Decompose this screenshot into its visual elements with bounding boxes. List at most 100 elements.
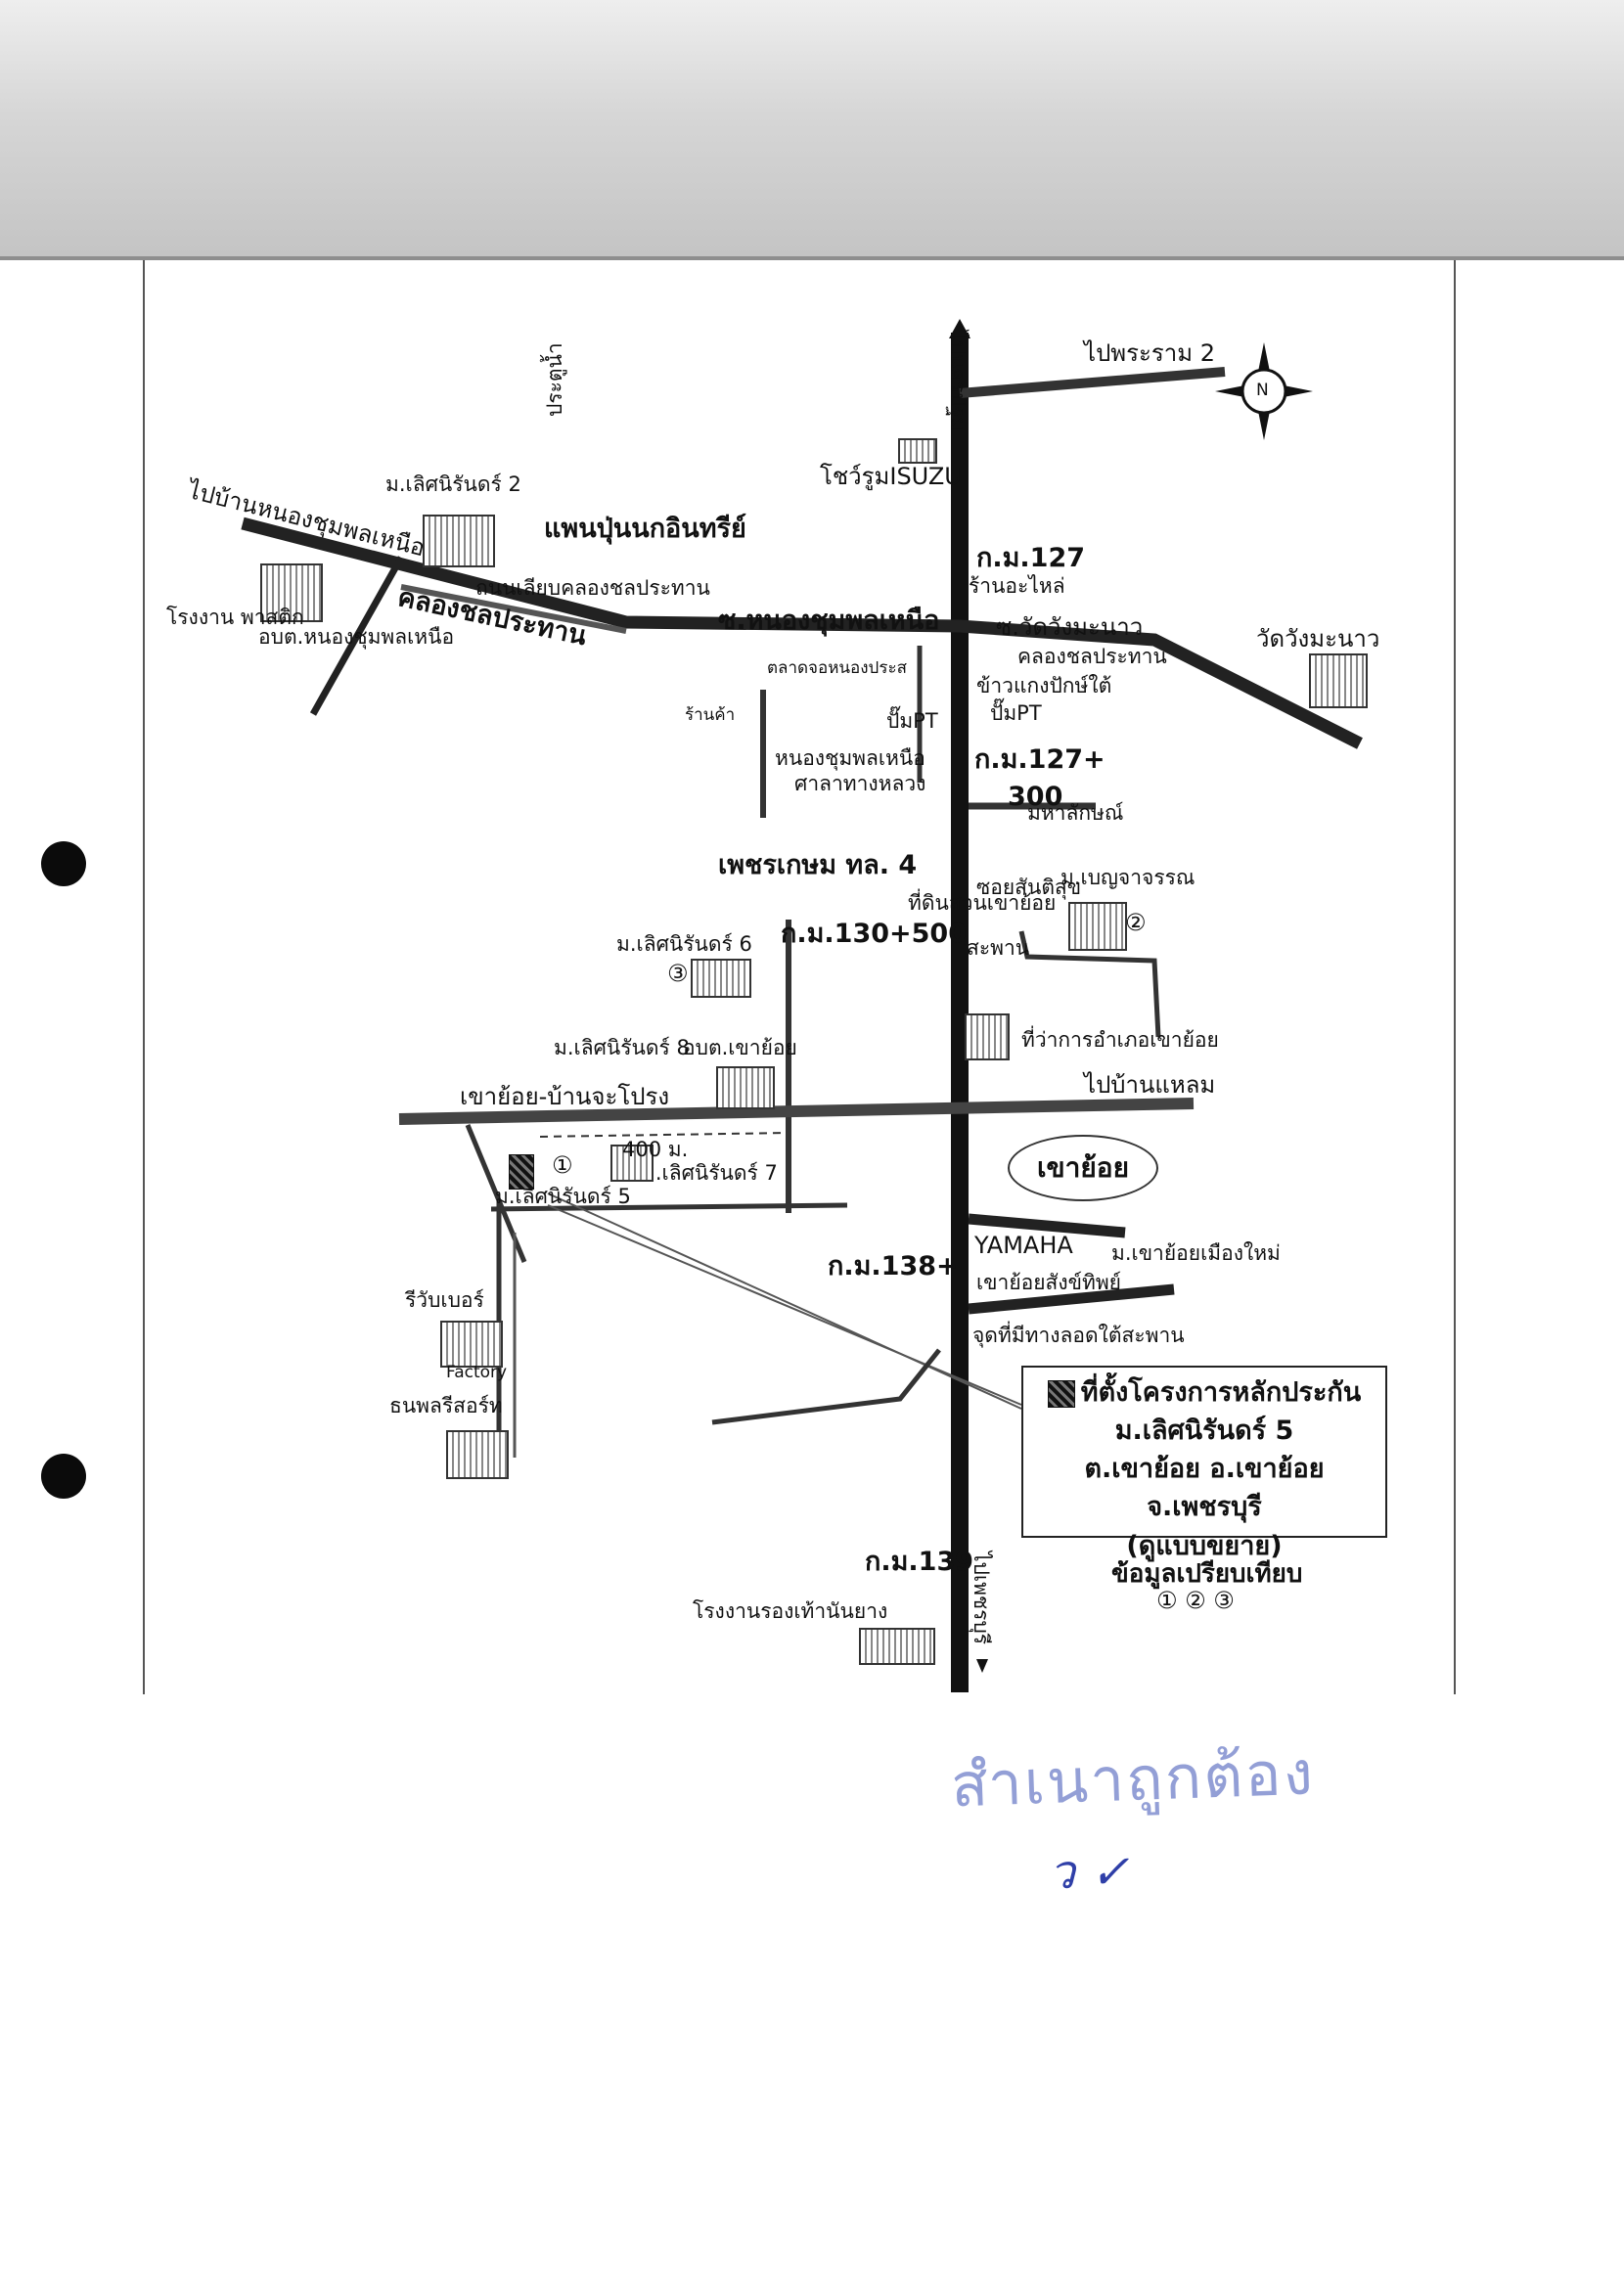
landmark-khao-yoi-sang: เขาย้อยสังข์ทิพย์ xyxy=(976,1271,1121,1294)
road-branch-west xyxy=(309,556,405,716)
marker-1: ① xyxy=(552,1151,573,1179)
legend-line-1-text: ที่ตั้งโครงการหลักประกัน xyxy=(1080,1377,1362,1408)
landmark-soi-santi: ซอยสันติสุข xyxy=(976,876,1082,899)
district-name: เขาย้อย xyxy=(1036,1151,1130,1184)
km-138: ก.ม.138+ xyxy=(828,1251,959,1281)
label-to-nakhon-pathom: ไปนครปฐม xyxy=(946,331,970,431)
km-139: ก.ม.139 xyxy=(865,1547,974,1577)
landmark-plastic-factory: โรงงาน พาสติก xyxy=(166,606,304,629)
km-127-300-a: ก.ม.127+ xyxy=(974,744,1105,775)
road-soi-nong-chum-phon-nuea xyxy=(241,517,1363,749)
temple-icon xyxy=(1309,653,1368,708)
plastic-factory-icon xyxy=(260,563,323,622)
north-arrow-head xyxy=(949,319,970,338)
scanned-page-header-shadow xyxy=(0,0,1624,256)
landmark-pt-2: ปั๊มPT xyxy=(990,701,1042,725)
label-water-gate: ประตูน้ำ xyxy=(543,342,566,417)
comparison-title: ข้อมูลเปรียบเทียบ xyxy=(1111,1559,1303,1589)
amphoe-office-icon xyxy=(965,1013,1010,1060)
project-site-icon xyxy=(509,1154,534,1190)
mu-lert-nirun-6-icon xyxy=(691,959,751,998)
handwritten-initials: ว ✓ xyxy=(1049,1845,1130,1900)
landmark-thanapon: ธนพลรีสอร์ท xyxy=(389,1394,503,1417)
rubber-factory-icon xyxy=(440,1321,503,1368)
km-127-300-b: 300 xyxy=(1008,782,1063,812)
benchachan-icon xyxy=(1068,902,1127,951)
label-to-rama2: ไปพระราม 2 xyxy=(1084,339,1215,367)
legend-box: ที่ตั้งโครงการหลักประกัน ม.เลิศนิรันดร์ … xyxy=(1021,1366,1387,1561)
landmark-yamaha: YAMAHA xyxy=(974,1232,1073,1259)
landmark-amphoe-office: ที่ว่าการอำเภอเขาย้อย xyxy=(1021,1028,1219,1052)
thanapon-icon xyxy=(446,1430,509,1479)
landmark-sapan: สะพาน xyxy=(967,936,1030,960)
isuzu-icon xyxy=(898,438,937,464)
road-khao-yoi-ban-cha-pro xyxy=(398,1098,1195,1125)
leader-line-2 xyxy=(547,1204,1022,1406)
landmark-khao-kaeng: ข้าวแกงปักษ์ใต้ xyxy=(976,674,1112,697)
shoe-factory-icon xyxy=(859,1628,935,1665)
sao-khao-yoi-icon xyxy=(716,1066,775,1109)
distance-line xyxy=(539,1132,789,1138)
south-arrow-head xyxy=(976,1659,988,1673)
landmark-wat-wang-manao: วัดวังมะนาว xyxy=(1256,625,1380,652)
km-130-500: ก.ม.130+500 xyxy=(781,919,968,949)
road-to-rama2 xyxy=(959,367,1226,398)
landmark-mu-lert-nirun-5: ม.เลิศนิรันดร์ 5 xyxy=(495,1185,631,1208)
project-site-swatch-icon xyxy=(1047,1379,1075,1408)
landmark-factory-text: Factory xyxy=(446,1363,508,1382)
district-label: เขาย้อย xyxy=(1008,1135,1158,1201)
road-southwest xyxy=(711,1348,941,1425)
legend-line-3: ต.เขาย้อย อ.เขาย้อย จ.เพชรบุรี xyxy=(1084,1454,1325,1523)
road-yamaha xyxy=(968,1213,1126,1238)
landmark-khao-yoi-new: ม.เขาย้อยเมืองใหม่ xyxy=(1111,1241,1281,1265)
road-project-3 xyxy=(490,1202,848,1212)
landmark-mu-lert-nirun-2: ม.เลิศนิรันดร์ 2 xyxy=(385,472,521,496)
landmark-shoe-factory: โรงงานรองเท้านันยาง xyxy=(693,1599,888,1623)
road-canal xyxy=(400,584,627,634)
landmark-distance: 400 ม. xyxy=(622,1138,689,1161)
km-127: ก.ม.127 xyxy=(976,543,1086,573)
label-phetkasem: เพชรเกษม ทล. 4 xyxy=(718,850,918,880)
legend-line-4: (ดูแบบขยาย) xyxy=(1126,1530,1283,1561)
label-khao-yoi-ban-cha-pro: เขาย้อย-บ้านจะโปรง xyxy=(460,1083,670,1110)
mu-lert-nirun-2-icon xyxy=(423,515,495,567)
landmark-wat-wang-manao-soi: ซ.วัดวังมะนาว xyxy=(996,613,1144,641)
landmark-isuzu: โชว์รูมISUZU xyxy=(820,463,962,490)
road-benchachan xyxy=(1018,930,1161,1038)
landmark-shop: ร้านค้า xyxy=(685,705,736,725)
mu-lert-nirun-7-icon xyxy=(610,1145,654,1182)
comparison-numbers: ① ② ③ xyxy=(1156,1587,1235,1614)
landmark-hospital: ตลาดจอหนองประส xyxy=(767,658,907,678)
label-to-ban-laem: ไปบ้านแหลม xyxy=(1084,1071,1216,1099)
landmark-sao-nong-chum-phon: อบต.หนองชุมพลเหนือ xyxy=(258,625,455,649)
landmark-police: ศาลาทางหลวง xyxy=(794,772,926,795)
landmark-mu-lert-nirun-7: ม.เลิศนิรันดร์ 7 xyxy=(642,1161,778,1185)
punch-hole-bottom xyxy=(41,1454,86,1499)
landmark-phaen-pun: แพนปุ่นนกอินทรีย์ xyxy=(544,514,746,544)
legend-line-1: ที่ตั้งโครงการหลักประกัน xyxy=(1033,1373,1376,1412)
compass-letter: N xyxy=(1256,381,1269,400)
road-khao-yoi-sang xyxy=(968,1283,1175,1315)
legend-line-2: ม.เลิศนิรันดร์ 5 xyxy=(1114,1416,1294,1447)
landmark-mu-lert-nirun-8: ม.เลิศนิรันดร์ 8 xyxy=(554,1036,690,1059)
label-canal-2: คลองชลประทาน xyxy=(1017,645,1167,668)
certified-copy-stamp: สำเนาถูกต้อง xyxy=(949,1736,1317,1821)
scanned-page-edge xyxy=(0,256,1624,260)
label-nong-chum-phon-soi: หนองชุมพลเหนือ xyxy=(775,746,925,770)
landmark-maha-lak: มหาลักษณ์ xyxy=(1027,801,1124,825)
landmark-land-for-sale: ที่ดินสวนเขาย้อย xyxy=(908,891,1057,915)
leader-line-1 xyxy=(547,1192,1022,1410)
label-canal-road: ถนนเลียบคลองชลประทาน xyxy=(475,576,710,600)
landmark-mu-lert-nirun-6: ม.เลิศนิรันดร์ 6 xyxy=(616,932,752,956)
label-soi-nong-chum-phon: ซ.หนองชุมพลเหนือ xyxy=(718,606,940,636)
marker-3: ③ xyxy=(667,960,689,987)
marker-2: ② xyxy=(1125,909,1147,936)
label-underpass: จุดที่มีทางลอดใต้สะพาน xyxy=(972,1324,1185,1347)
map-frame xyxy=(143,260,1456,1694)
landmark-spare-parts: ร้านอะไหล่ xyxy=(969,574,1065,598)
compass-icon xyxy=(1215,342,1313,440)
landmark-pt-1: ปั๊มPT xyxy=(886,709,938,733)
landmark-rubber: รีวับเบอร์ xyxy=(405,1288,484,1312)
landmark-benchachan: ม.เบญจาจรรณ xyxy=(1060,866,1195,889)
